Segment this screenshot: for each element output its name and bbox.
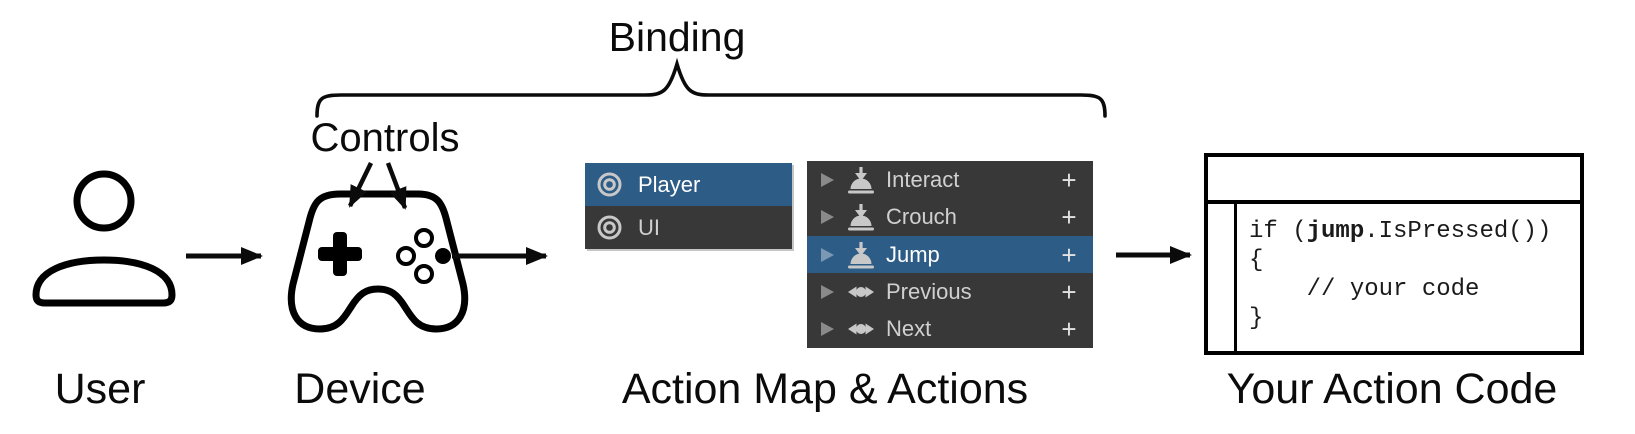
add-binding-button[interactable]: + [1061,239,1077,270]
action-label: Jump [886,241,940,267]
button-control-icon [848,204,874,231]
code-line-if: if (jump.IsPressed()) [1249,218,1552,245]
actions-panel: Interact + Crouch + Jump + [807,161,1093,348]
jump-action-reference: jump [1306,218,1365,245]
add-binding-button[interactable]: + [1061,164,1077,195]
action-label: Crouch [886,204,957,230]
stage-label-user: User [54,365,146,413]
controls-arrow-right [385,162,408,210]
foldout-arrow-icon[interactable] [818,320,836,338]
code-text: if (jump.IsPressed()) { // your code } [1237,204,1580,351]
action-row-next[interactable]: Next + [807,311,1093,348]
controls-arrow-left [347,162,374,208]
add-binding-button[interactable]: + [1061,202,1077,233]
foldout-arrow-icon[interactable] [818,246,836,264]
gamepad-dpad-icon [318,232,362,276]
code-window-titlebar [1208,157,1580,204]
gamepad-face-buttons-icon [396,228,451,284]
gamepad-icon [287,190,469,333]
action-map-panel: Player UI [585,163,792,249]
action-code-window: if (jump.IsPressed()) { // your code } [1204,153,1584,355]
axis-control-icon [848,323,874,335]
add-binding-button[interactable]: + [1061,314,1077,345]
code-gutter [1208,204,1237,351]
foldout-arrow-icon[interactable] [818,283,836,301]
user-icon [32,170,176,307]
action-label: Next [886,316,932,342]
foldout-arrow-icon[interactable] [818,171,836,189]
action-label: Interact [886,166,960,192]
action-label: Previous [886,278,972,304]
code-line-close-brace: } [1249,305,1264,332]
binding-brace [315,57,1107,118]
action-row-previous[interactable]: Previous + [807,273,1093,310]
button-control-icon [848,241,874,269]
add-binding-button[interactable]: + [1061,276,1077,307]
stage-label-action-code: Your Action Code [1226,365,1558,413]
code-line-comment: // your code [1249,276,1480,303]
action-row-interact[interactable]: Interact + [807,161,1093,198]
controls-label: Controls [310,116,460,160]
action-map-icon [597,172,622,197]
stage-label-device: Device [294,365,426,413]
action-map-row-player[interactable]: Player [585,163,792,206]
action-row-crouch[interactable]: Crouch + [807,198,1093,235]
stage-label-action-map: Action Map & Actions [621,365,1029,413]
action-map-label: Player [638,171,701,197]
action-map-row-ui[interactable]: UI [585,206,792,249]
action-row-jump[interactable]: Jump + [807,235,1093,274]
code-window-body: if (jump.IsPressed()) { // your code } [1208,204,1580,351]
axis-control-icon [848,286,874,298]
foldout-arrow-icon[interactable] [818,208,836,226]
action-map-label: UI [638,214,660,240]
button-control-icon [848,166,874,194]
action-map-icon [597,215,622,240]
code-line-open-brace: { [1249,247,1264,274]
binding-label: Binding [608,14,746,60]
